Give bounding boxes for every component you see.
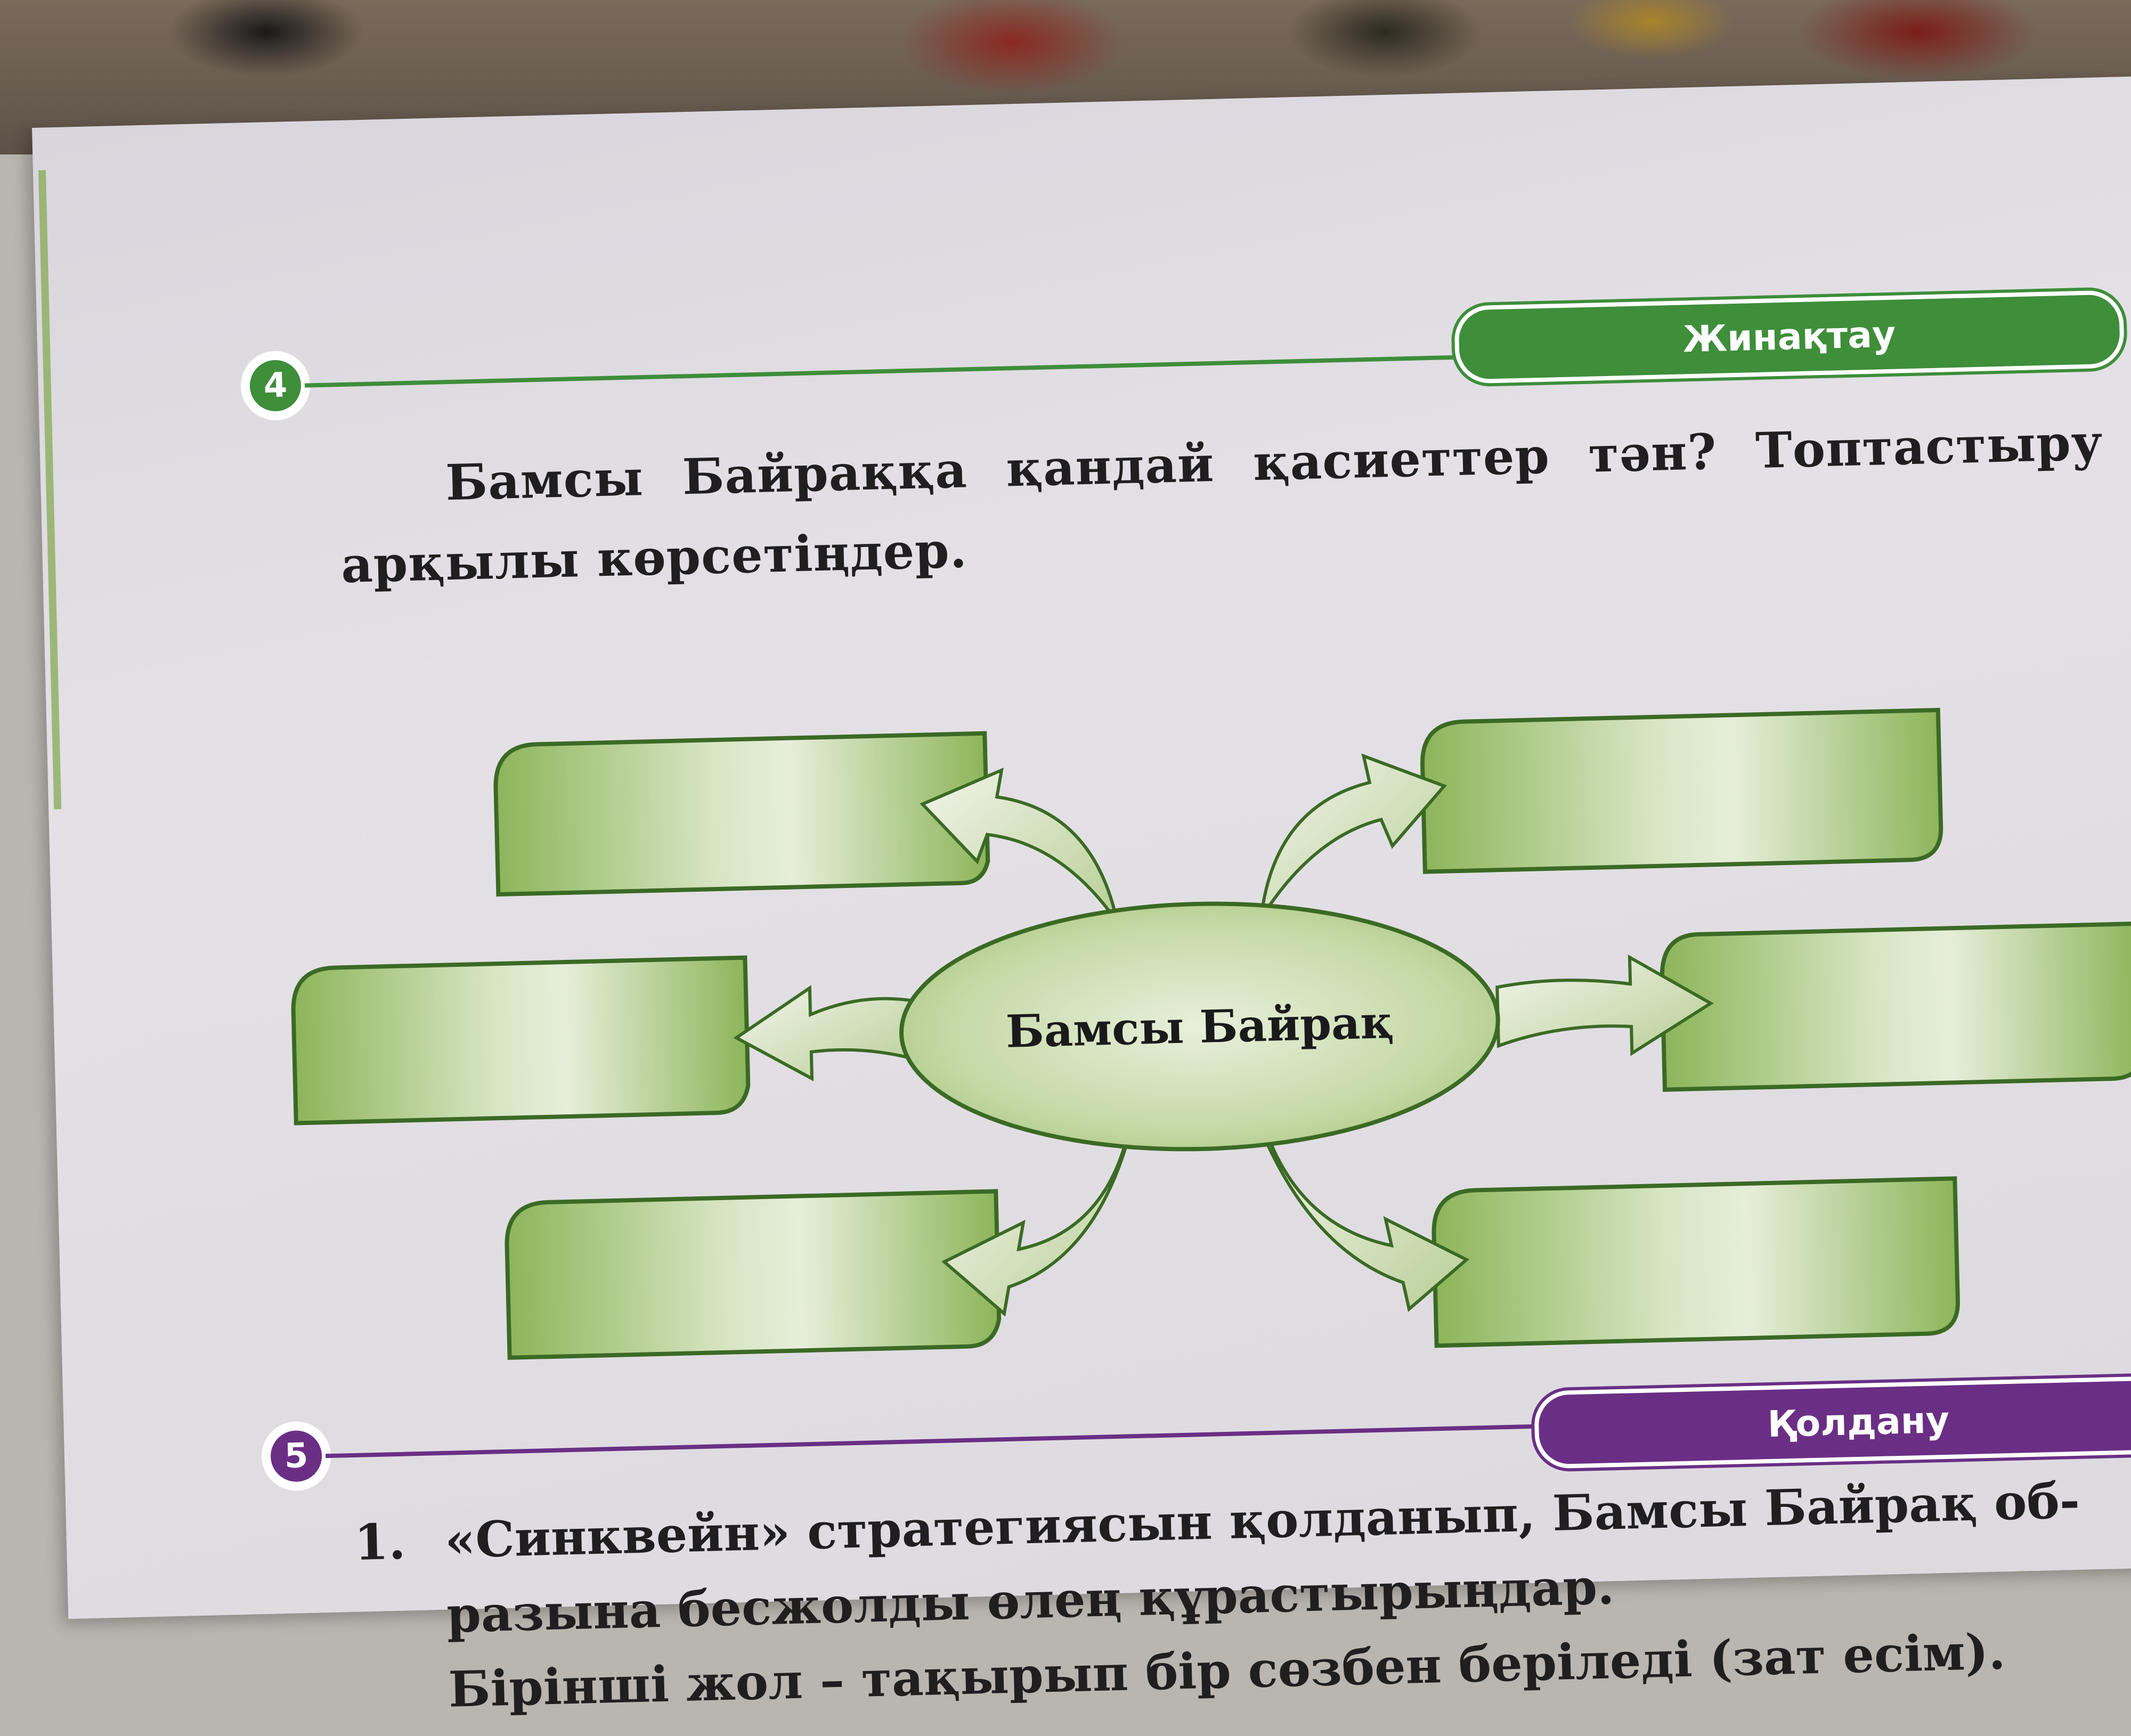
cluster-diagram: Бамсы Байрақ [291,707,2131,1360]
box-top-left[interactable] [493,731,990,897]
center-label: Бамсы Байрақ [1005,996,1394,1058]
box-top-right[interactable] [1420,707,1943,874]
arrow-bottom-right [1264,1130,1470,1313]
box-bottom-left[interactable] [505,1189,1002,1360]
box-bottom-right[interactable] [1431,1176,1960,1348]
box-mid-right[interactable] [1660,921,2131,1092]
textbook-page: 4 Жинақтау Бамсы Байраққа қандай қасиетт… [32,76,2131,1718]
arrow-bottom-left [941,1134,1130,1317]
center-oval: Бамсы Байрақ [899,901,1500,1152]
arrow-top-right [1259,753,1447,919]
arrow-mid-left [733,985,920,1081]
section-5-badge: Қолдану [1533,1375,2131,1469]
task-5-text: 1.«Синквейн» стратегиясын қолданып, Бамс… [353,1471,2081,1718]
arrow-mid-right [1495,954,1714,1056]
box-mid-left[interactable] [291,955,751,1126]
arrow-top-left [920,767,1119,923]
